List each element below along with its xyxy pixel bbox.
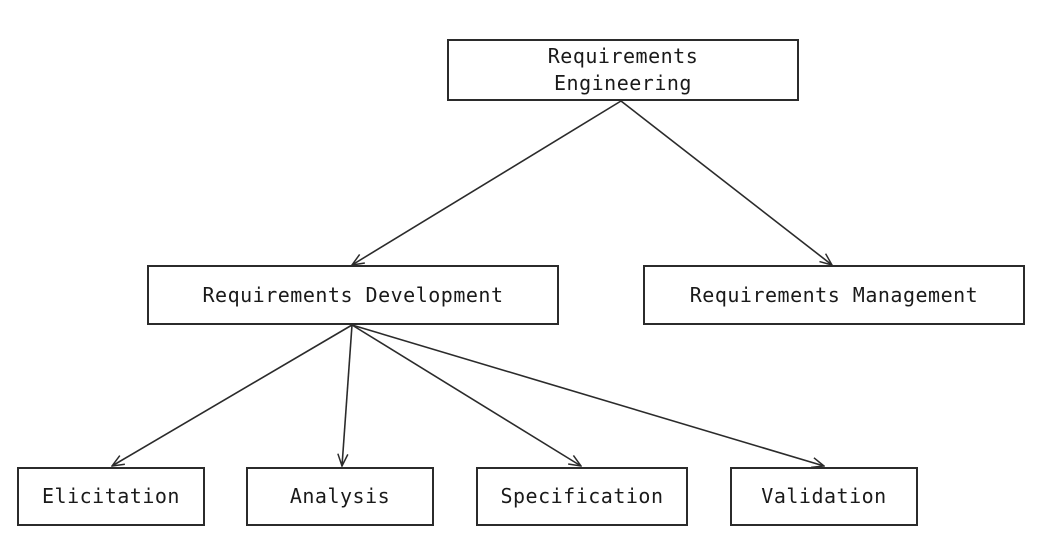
node-requirements-development: Requirements Development — [147, 265, 559, 325]
node-label: Analysis — [289, 484, 391, 508]
node-validation: Validation — [730, 467, 918, 526]
node-requirements-engineering: Requirements Engineering — [447, 39, 799, 101]
node-elicitation: Elicitation — [17, 467, 205, 526]
node-requirements-management: Requirements Management — [643, 265, 1025, 325]
node-label: Requirements Development — [202, 282, 504, 307]
node-specification: Specification — [476, 467, 688, 526]
arrow-development-to-analysis — [342, 324, 353, 466]
node-label: Requirements Management — [689, 282, 979, 307]
node-label: Validation — [761, 484, 887, 508]
node-label: Elicitation — [42, 484, 180, 508]
node-analysis: Analysis — [246, 467, 434, 526]
arrow-development-to-elicitation — [112, 324, 353, 466]
arrow-development-to-specification — [351, 324, 581, 466]
arrow-development-to-validation — [351, 324, 824, 466]
node-label: Specification — [500, 484, 664, 508]
arrow-root-to-management — [620, 100, 832, 265]
node-label: Requirements Engineering — [547, 44, 699, 95]
arrow-root-to-development — [352, 100, 622, 265]
